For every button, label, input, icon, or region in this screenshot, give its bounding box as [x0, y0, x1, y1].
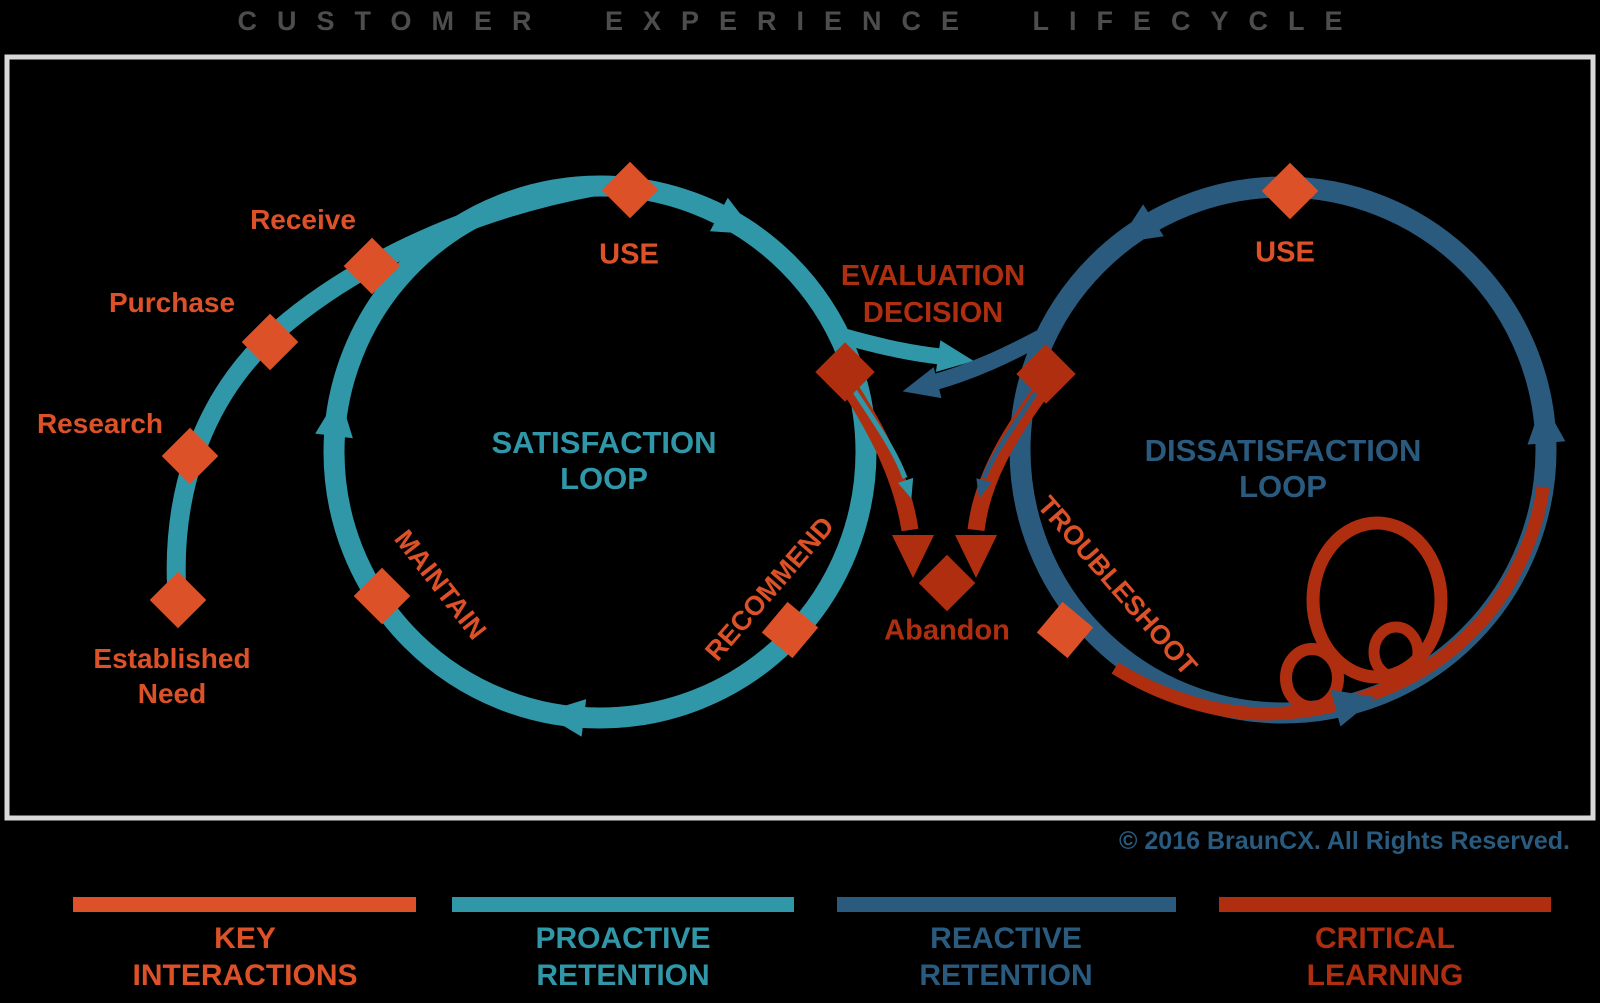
- legend-bar-proactive-retention: [452, 897, 794, 912]
- legend-bar-key-interactions: [73, 897, 416, 912]
- arrowhead-dissat-right: [1527, 401, 1566, 445]
- label-use-dissatisfaction: USE: [1255, 236, 1315, 269]
- diamond-abandon: [918, 554, 976, 612]
- label-evaluation-line1: EVALUATION: [840, 260, 1026, 292]
- legend-critical-line2: LEARNING: [1306, 959, 1464, 992]
- arrowhead-reactive-handoff: [902, 367, 942, 399]
- arrowhead-dissat-bottom: [1330, 689, 1377, 727]
- learning-loop-medium: [1368, 621, 1424, 683]
- arrowhead-sat-bottom: [542, 699, 587, 737]
- legend-label-proactive-retention: PROACTIVE RETENTION: [433, 920, 813, 994]
- legend-reactive-line1: REACTIVE: [930, 922, 1082, 955]
- diamond-recommend: [761, 601, 819, 659]
- copyright-text: © 2016 BraunCX. All Rights Reserved.: [1119, 827, 1570, 855]
- label-receive: Receive: [250, 204, 356, 235]
- label-research: Research: [36, 408, 164, 439]
- label-satisfaction-loop: SATISFACTION LOOP: [491, 425, 716, 497]
- legend-reactive-line2: RETENTION: [919, 959, 1093, 992]
- arrowhead-sat-left: [315, 394, 353, 439]
- legend-bar-critical-learning: [1219, 897, 1551, 912]
- page-title: CUSTOMER EXPERIENCE LIFECYCLE: [237, 6, 1363, 36]
- dissatisfaction-loop-line2: LOOP: [1239, 469, 1327, 504]
- legend-label-key-interactions: KEY INTERACTIONS: [55, 920, 435, 994]
- customer-entry-path: [166, 176, 600, 608]
- dissatisfaction-loop-arrows: [1118, 204, 1566, 727]
- satisfaction-loop-line2: LOOP: [560, 461, 648, 496]
- diamond-established-need: [149, 571, 207, 629]
- label-evaluation-line2: DECISION: [862, 297, 1004, 329]
- arrowhead-dissat-top: [1118, 204, 1164, 244]
- legend-proactive-line1: PROACTIVE: [535, 922, 711, 955]
- abandon-arrows: [842, 376, 1049, 578]
- satisfaction-loop-line1: SATISFACTION: [491, 425, 717, 460]
- arrowhead-inner-teal: [897, 477, 914, 499]
- satisfaction-loop-arrows: [315, 197, 756, 737]
- label-purchase: Purchase: [108, 287, 236, 318]
- abandon-inner-blue-line: [981, 378, 1047, 479]
- arrowhead-sat-top: [709, 197, 756, 235]
- dissatisfaction-loop-line1: DISSATISFACTION: [1144, 433, 1422, 468]
- label-established-need-line1: Established: [93, 643, 251, 674]
- legend-label-critical-learning: CRITICAL LEARNING: [1195, 920, 1575, 994]
- label-use-satisfaction: USE: [599, 238, 659, 271]
- satisfaction-loop-circle: [323, 175, 877, 729]
- critical-learning-curve: [1111, 486, 1550, 721]
- label-abandon: Abandon: [884, 614, 1010, 647]
- label-established-need-line2: Need: [137, 678, 207, 709]
- legend-bar-reactive-retention: [837, 897, 1176, 912]
- diamond-use-dissatisfaction: [1261, 162, 1319, 220]
- arrowhead-abandon-left: [892, 535, 934, 578]
- diagram-panel-border: [4, 54, 1596, 821]
- diamond-use-satisfaction: [601, 161, 659, 219]
- learning-loop-small: [1280, 643, 1344, 713]
- learning-loop-large: [1306, 516, 1448, 684]
- legend-key-line1: KEY: [214, 922, 276, 955]
- legend-proactive-line2: RETENTION: [536, 959, 710, 992]
- evaluation-junction: [836, 326, 1051, 399]
- label-dissatisfaction-loop: DISSATISFACTION LOOP: [1145, 433, 1422, 505]
- diamond-troubleshoot: [1036, 601, 1094, 659]
- legend-key-line2: INTERACTIONS: [132, 959, 358, 992]
- label-evaluation-decision: EVALUATION DECISION: [841, 258, 1025, 332]
- proactive-handoff-band: [836, 327, 946, 365]
- legend-critical-line1: CRITICAL: [1315, 922, 1455, 955]
- abandon-arrow-left: [842, 383, 919, 532]
- reactive-handoff-band: [929, 326, 1051, 391]
- abandon-arrow-right: [967, 384, 1049, 532]
- legend-label-reactive-retention: REACTIVE RETENTION: [816, 920, 1196, 994]
- arrowhead-inner-blue: [976, 478, 992, 499]
- arrowhead-proactive-handoff: [935, 340, 974, 372]
- arrowhead-abandon-right: [955, 535, 997, 578]
